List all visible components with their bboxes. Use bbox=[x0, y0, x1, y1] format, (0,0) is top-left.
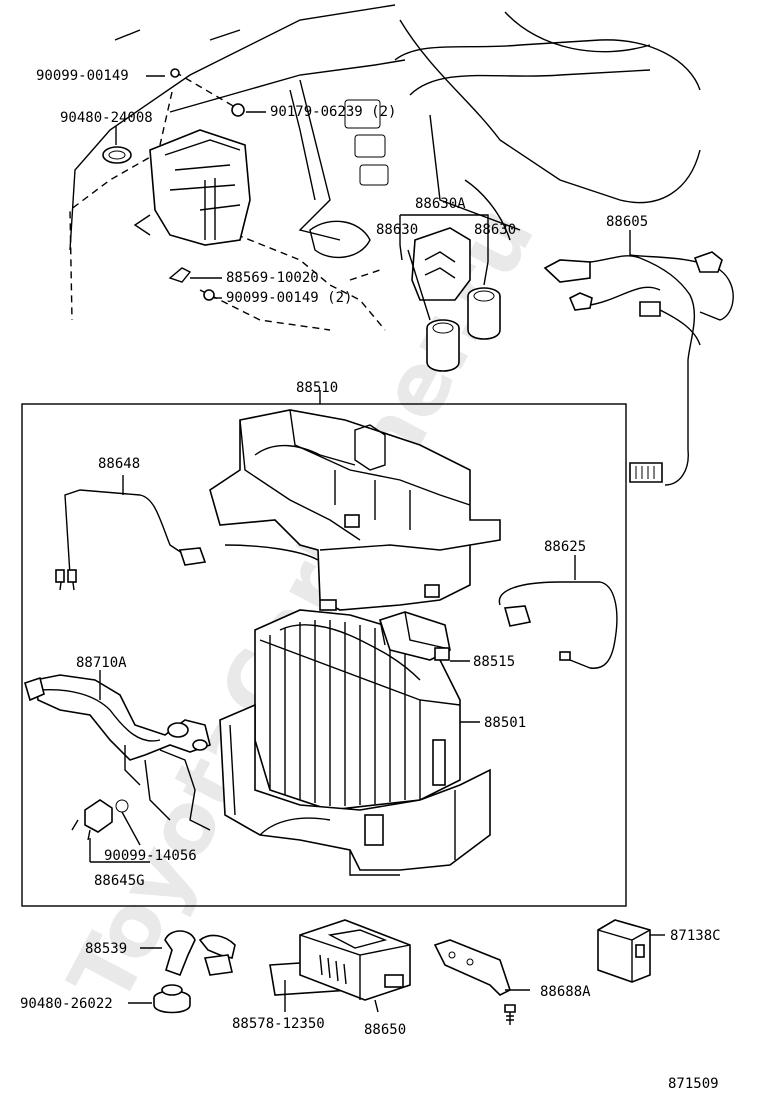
amplifier-88650 bbox=[269, 919, 411, 1013]
evaporator-88501 bbox=[254, 609, 461, 811]
relay-87138C bbox=[597, 919, 665, 983]
label-90099-00149-2: 90099-00149 (2) bbox=[226, 290, 352, 306]
pressure-switch-88645G bbox=[71, 799, 150, 863]
pipe-88710A bbox=[24, 674, 211, 831]
label-88688A: 88688A bbox=[540, 984, 591, 1000]
grommet-90480-26022 bbox=[128, 984, 191, 1014]
label-88630-left: 88630 bbox=[376, 222, 418, 238]
label-88645G: 88645G bbox=[94, 873, 145, 889]
dashed-leaders-top bbox=[69, 71, 386, 331]
label-90099-14056: 90099-14056 bbox=[104, 848, 197, 864]
label-90480-24008: 90480-24008 bbox=[60, 110, 153, 126]
label-88510: 88510 bbox=[296, 380, 338, 396]
label-88710A: 88710A bbox=[76, 655, 127, 671]
sensor-88648 bbox=[55, 475, 207, 591]
label-88605: 88605 bbox=[606, 214, 648, 230]
sensor-88625 bbox=[498, 555, 618, 669]
label-88569-10020: 88569-10020 bbox=[226, 270, 319, 286]
relay-88630 bbox=[399, 214, 501, 372]
bracket-88688A bbox=[433, 939, 530, 1025]
wire-harness-88605 bbox=[543, 230, 734, 486]
label-88515: 88515 bbox=[473, 654, 515, 670]
assembly-frame bbox=[21, 403, 627, 907]
label-90480-26022: 90480-26022 bbox=[20, 996, 113, 1012]
label-88630A: 88630A bbox=[415, 196, 466, 212]
hose-88539 bbox=[140, 930, 236, 977]
dashboard-outline bbox=[69, 4, 701, 259]
hvac-unit-top bbox=[102, 68, 251, 301]
label-90099-00149-top: 90099-00149 bbox=[36, 68, 129, 84]
resistor-88515 bbox=[378, 611, 451, 661]
label-88650: 88650 bbox=[364, 1022, 406, 1038]
lower-case bbox=[219, 703, 491, 876]
label-88630-right: 88630 bbox=[474, 222, 516, 238]
label-88501: 88501 bbox=[484, 715, 526, 731]
leader-lines bbox=[99, 660, 480, 723]
label-88578-12350: 88578-12350 bbox=[232, 1016, 325, 1032]
diagram-id: 871509 bbox=[668, 1076, 719, 1092]
label-87138C: 87138C bbox=[670, 928, 721, 944]
label-88625: 88625 bbox=[544, 539, 586, 555]
upper-case bbox=[209, 409, 501, 611]
label-88648: 88648 bbox=[98, 456, 140, 472]
label-88539: 88539 bbox=[85, 941, 127, 957]
part-labels: 90099-00149 90179-06239 (2) 90480-24008 … bbox=[20, 68, 721, 1092]
label-90179-06239: 90179-06239 (2) bbox=[270, 104, 396, 120]
